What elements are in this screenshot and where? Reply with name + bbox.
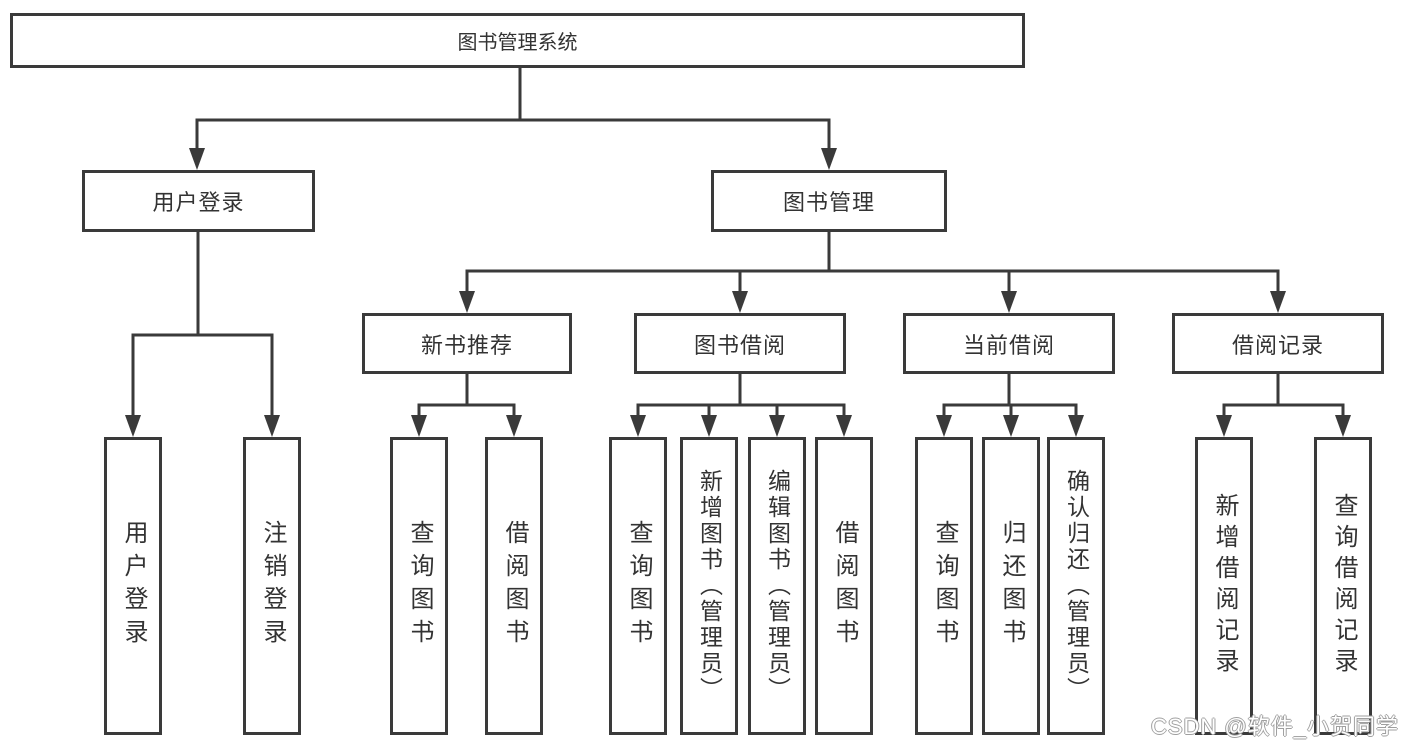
arrowhead [732,291,748,313]
arrowhead [1216,415,1232,437]
arrowhead [189,148,205,170]
arrowhead [125,415,141,437]
arrowhead [411,415,427,437]
leaf-label: 查询图书 [625,520,652,652]
leaf-label: 查询借阅记录 [1330,493,1357,679]
leaf-label: 确认归还（管理员） [1063,469,1090,703]
leaf-label: 查询图书 [931,520,958,652]
arrowhead [1335,415,1351,437]
leaf-query-books-current: 查询图书 [915,437,973,735]
leaf-logout: 注销登录 [243,437,301,735]
leaf-borrow-books-borrowing: 借阅图书 [815,437,873,735]
node-new-book-recommend: 新书推荐 [362,313,572,374]
leaf-query-borrow-record: 查询借阅记录 [1314,437,1372,735]
leaf-add-borrow-record: 新增借阅记录 [1195,437,1253,735]
leaf-query-books-borrowing: 查询图书 [609,437,667,735]
leaf-borrow-books-recommend: 借阅图书 [485,437,543,735]
node-label: 新书推荐 [420,332,513,358]
arrowhead [506,415,522,437]
arrowhead [1068,415,1084,437]
arrowhead [701,415,717,437]
arrowhead [821,148,837,170]
node-book-borrowing: 图书借阅 [634,313,846,374]
leaf-edit-books-admin: 编辑图书（管理员） [748,437,806,735]
node-label: 图书管理系统 [457,32,578,54]
connector-current-borrow-branch [942,374,1078,419]
leaf-label: 编辑图书（管理员） [764,469,791,703]
node-label: 借阅记录 [1231,332,1324,358]
leaf-query-books-recommend: 查询图书 [390,437,448,735]
connector-new-book-branch [417,374,516,419]
leaf-label: 借阅图书 [831,520,858,652]
connector-user-login-branch [131,232,274,419]
connector-root-to-level2 [195,68,831,152]
arrowhead [836,415,852,437]
arrowhead [459,291,475,313]
leaf-label: 新增借阅记录 [1211,493,1238,679]
arrowhead [1001,291,1017,313]
node-label: 当前借阅 [962,332,1055,358]
node-borrowing-records: 借阅记录 [1172,313,1384,374]
arrowhead [264,415,280,437]
connector-book-mgmt-branch [465,232,1280,294]
node-label: 用户登录 [152,190,245,215]
arrowhead [1003,415,1019,437]
arrowhead [936,415,952,437]
node-current-borrowing: 当前借阅 [903,313,1115,374]
leaf-label: 注销登录 [259,520,286,652]
leaf-label: 归还图书 [998,520,1025,652]
connector-book-borrow-branch [636,374,846,419]
connector-borrow-record-branch [1222,374,1345,419]
node-book-management: 图书管理 [711,170,947,232]
leaf-label: 借阅图书 [501,520,528,652]
arrowhead [630,415,646,437]
node-label: 图书借阅 [693,332,786,358]
node-label: 图书管理 [782,190,875,215]
leaf-label: 新增图书（管理员） [696,469,723,703]
leaf-add-books-admin: 新增图书（管理员） [680,437,738,735]
node-library-system: 图书管理系统 [10,13,1025,68]
leaf-return-books: 归还图书 [982,437,1040,735]
leaf-label: 查询图书 [406,520,433,652]
arrowhead [1270,291,1286,313]
arrowhead [769,415,785,437]
node-user-login: 用户登录 [82,170,315,232]
leaf-label: 用户登录 [120,520,147,652]
leaf-user-login: 用户登录 [104,437,162,735]
leaf-confirm-return-admin: 确认归还（管理员） [1047,437,1105,735]
